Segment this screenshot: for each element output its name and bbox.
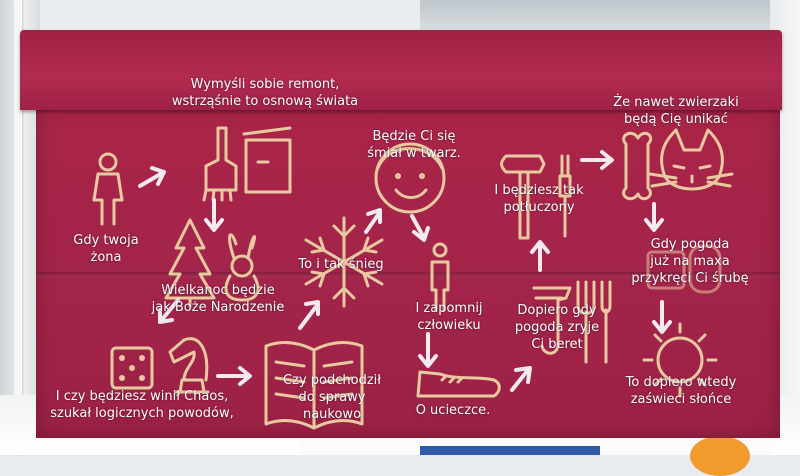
umbrella-icon [532,286,572,355]
paint-tools-icon [202,126,292,202]
caption-zwierzaki: Że nawet zwierzaki będą Cię unikać [613,95,739,127]
caption-beret: Dopiero gdy pogoda zryje Ci beret [514,303,600,352]
person-icon [430,242,450,312]
poster-blue-stripe [420,446,600,455]
caption-wielkanoc: Wielkanoc będzie jak Boże Narodzenie [151,283,285,315]
hammer-icon [500,154,546,240]
caption-ucieczce: O ucieczce. [415,403,491,418]
jar-icon [646,244,722,294]
caption-zapomnij: I zapomnij człowieku [415,301,483,333]
box-artwork [92,126,734,430]
woman-icon [92,152,124,226]
caption-zona: Gdy twoja żona [73,233,139,265]
caption-potluczony: I będziesz tak potłuczony [494,183,584,215]
caption-snieg: To i tak śnieg [298,257,384,272]
screwdriver-icon [558,154,572,238]
caption-pogoda: Gdy pogoda już na maxa przykręci Ci śrub… [631,237,749,286]
open-book-icon [264,341,364,430]
shoe-icon [416,370,501,398]
caption-chaos: I czy będziesz winił Chaos, szukał logic… [50,389,234,421]
cat-icon [648,128,734,191]
chess-knight-icon [168,337,210,394]
dice-icon [110,346,154,390]
sun-icon [642,322,718,398]
snowflake-icon [304,216,384,308]
bone-icon [622,131,653,201]
arrows [138,150,672,392]
caption-naukowo: Czy podchodził do sprawy naukowo [283,373,381,422]
cardboard-box-lid [20,30,782,110]
window-mullion [14,0,22,455]
smiley-face-icon [374,142,446,214]
forks-icon [576,280,612,364]
caption-remont: Wymyśli sobie remont, wstrząśnie to osno… [171,77,359,109]
caption-slonce: To dopiero wtedy zaświeci słońce [625,375,737,407]
caption-twarz: Będzie Ci się śmiał w twarz. [367,129,461,161]
easter-bunny-icon [224,233,260,302]
box-fold-line [36,272,780,278]
christmas-tree-icon [164,218,216,308]
